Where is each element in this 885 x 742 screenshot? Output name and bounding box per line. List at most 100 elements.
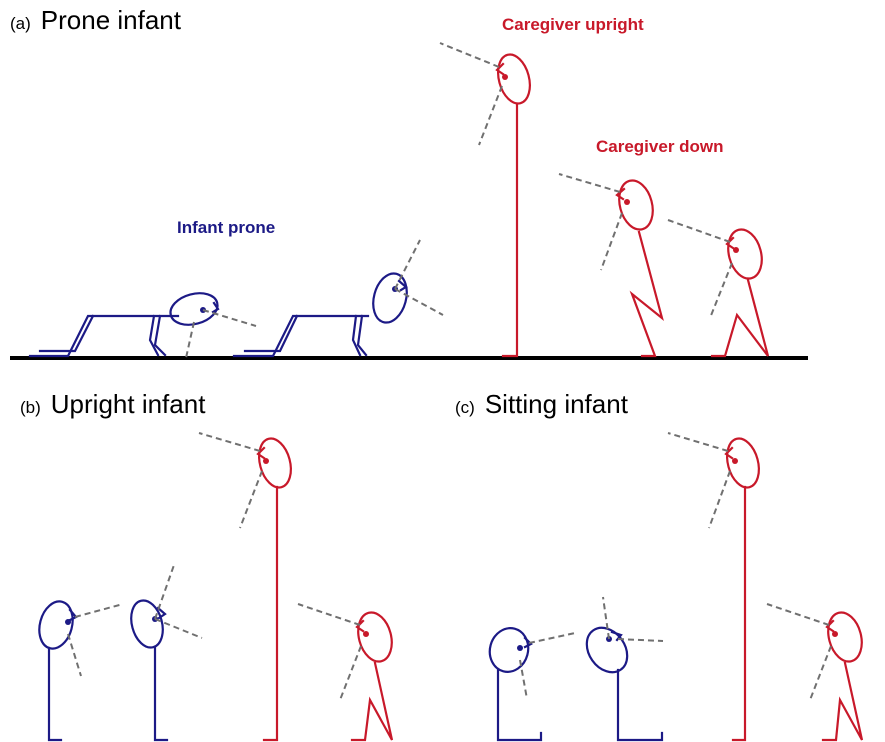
panel-b-title: Upright infant	[51, 389, 206, 419]
upright-infant-2-body	[153, 646, 169, 742]
caregiver-b-gaze-1	[198, 432, 261, 452]
caregiver-down-2-eye	[733, 247, 739, 253]
sitting-infant-2-body	[616, 668, 664, 742]
caregiver-down-2	[667, 219, 770, 358]
caregiver-down-1	[558, 173, 664, 358]
caregiver-down-1-eye	[624, 199, 630, 205]
label-caregiver-down: Caregiver down	[596, 137, 724, 156]
infant-1-gaze-2	[185, 321, 195, 359]
sitting-infant-2-gaze-2	[617, 638, 664, 642]
caregiver-b-eye	[263, 458, 269, 464]
caregiver-down-c-body	[821, 661, 864, 742]
infant-2-gaze-1	[394, 239, 421, 290]
upright-infant-1-gaze-2	[67, 633, 82, 677]
caregiver-upright-a	[439, 42, 531, 358]
caregiver-down-c-nose	[825, 619, 835, 633]
panel-b: (b) Upright infant	[20, 389, 394, 742]
sitting-infant-2	[585, 596, 664, 742]
infant-2-arm-2	[351, 314, 362, 357]
upright-infant-2-gaze-2	[154, 618, 203, 639]
upright-infant-2-head	[130, 599, 164, 649]
caregiver-down-1-nose	[615, 187, 626, 201]
infant-2-gaze-2	[394, 288, 444, 316]
svg-text:(a) Prone infant: (a) Prone infant	[10, 5, 182, 35]
infant-2-front-leg	[243, 314, 299, 353]
infant-1-head	[169, 292, 219, 326]
caregiver-c-body	[731, 485, 747, 742]
upright-infant-1	[38, 600, 124, 742]
panel-a: (a) Prone infant Caregiver upright Careg…	[10, 5, 808, 360]
caregiver-down-2-head	[727, 228, 763, 280]
upright-infant-1-head	[38, 600, 74, 650]
caregiver-down-b	[297, 603, 394, 742]
caregiver-a-gaze-2	[478, 85, 503, 146]
upright-infant-1-body	[47, 646, 63, 742]
caregiver-down-1-body	[629, 230, 664, 358]
infant-2-back-leg	[232, 314, 370, 358]
sitting-infant-1-nose	[523, 636, 533, 649]
caregiver-down-b-head	[357, 611, 393, 663]
caregiver-a-eye	[502, 74, 508, 80]
infant-2-head	[372, 272, 408, 324]
caregiver-upright-b	[198, 432, 292, 742]
caregiver-down-1-gaze-1	[558, 173, 621, 193]
panel-a-letter: (a)	[10, 14, 31, 33]
caregiver-down-2-nose	[725, 236, 735, 250]
caregiver-down-2-gaze-2	[709, 262, 733, 319]
caregiver-a-nose	[495, 62, 505, 76]
caregiver-down-c-gaze-1	[766, 603, 830, 626]
svg-text:(c) Sitting infant: (c) Sitting infant	[455, 389, 629, 419]
sitting-infant-2-gaze-1	[602, 596, 610, 640]
panel-c-title: Sitting infant	[485, 389, 629, 419]
caregiver-a-gaze-1	[439, 42, 500, 68]
sitting-infant-1-gaze-2	[519, 659, 528, 700]
caregiver-down-1-head	[618, 179, 654, 231]
caregiver-b-nose	[256, 446, 266, 460]
caregiver-b-head	[258, 437, 292, 489]
caregiver-down-2-gaze-1	[667, 219, 731, 243]
caregiver-down-b-eye	[363, 631, 369, 637]
panel-b-letter: (b)	[20, 398, 41, 417]
infant-1-arm-1	[153, 314, 167, 357]
caregiver-c-head	[726, 437, 760, 489]
caregiver-down-b-gaze-2	[339, 645, 362, 701]
panel-c-letter: (c)	[455, 398, 475, 417]
caregiver-down-2-body	[710, 278, 770, 358]
caregiver-c-eye	[732, 458, 738, 464]
caregiver-b-gaze-2	[239, 470, 263, 529]
upright-infant-1-nose	[68, 608, 78, 622]
sitting-infant-1-eye	[517, 645, 523, 651]
label-caregiver-upright: Caregiver upright	[502, 15, 644, 34]
upright-infant-1-eye	[65, 619, 71, 625]
caregiver-down-b-body	[350, 661, 394, 742]
infant-1-arm-2	[148, 314, 160, 357]
label-infant-prone: Infant prone	[177, 218, 275, 237]
infant-1-front-leg	[38, 314, 95, 353]
sitting-infant-1-head	[488, 627, 530, 673]
sitting-infant-1	[488, 627, 576, 742]
sitting-infant-1-body	[496, 668, 543, 742]
sitting-infant-1-gaze-1	[528, 632, 576, 644]
panel-a-title: Prone infant	[41, 5, 182, 35]
caregiver-a-body	[501, 102, 519, 358]
panel-c: (c) Sitting infant	[455, 389, 864, 742]
caregiver-down-b-nose	[355, 619, 365, 633]
caregiver-down-c-head	[827, 611, 863, 663]
caregiver-down-1-gaze-2	[600, 212, 623, 271]
upright-infant-2-nose	[156, 606, 167, 620]
upright-infant-2	[130, 564, 203, 742]
caregiver-c-nose	[724, 446, 734, 460]
caregiver-c-gaze-1	[667, 432, 729, 452]
caregiver-upright-c	[667, 432, 760, 742]
caregiver-c-gaze-2	[708, 470, 731, 529]
caregiver-down-c	[766, 603, 864, 742]
infant-2-nose	[397, 279, 408, 292]
infant-1-back-leg	[28, 314, 180, 358]
caregiver-b-body	[262, 485, 279, 742]
caregiver-down-b-gaze-1	[297, 603, 361, 626]
infant-1-nose	[211, 301, 220, 314]
caregiver-down-c-gaze-2	[809, 645, 832, 701]
prone-infant-2	[232, 239, 444, 358]
infant-2-arm-1	[356, 314, 368, 357]
